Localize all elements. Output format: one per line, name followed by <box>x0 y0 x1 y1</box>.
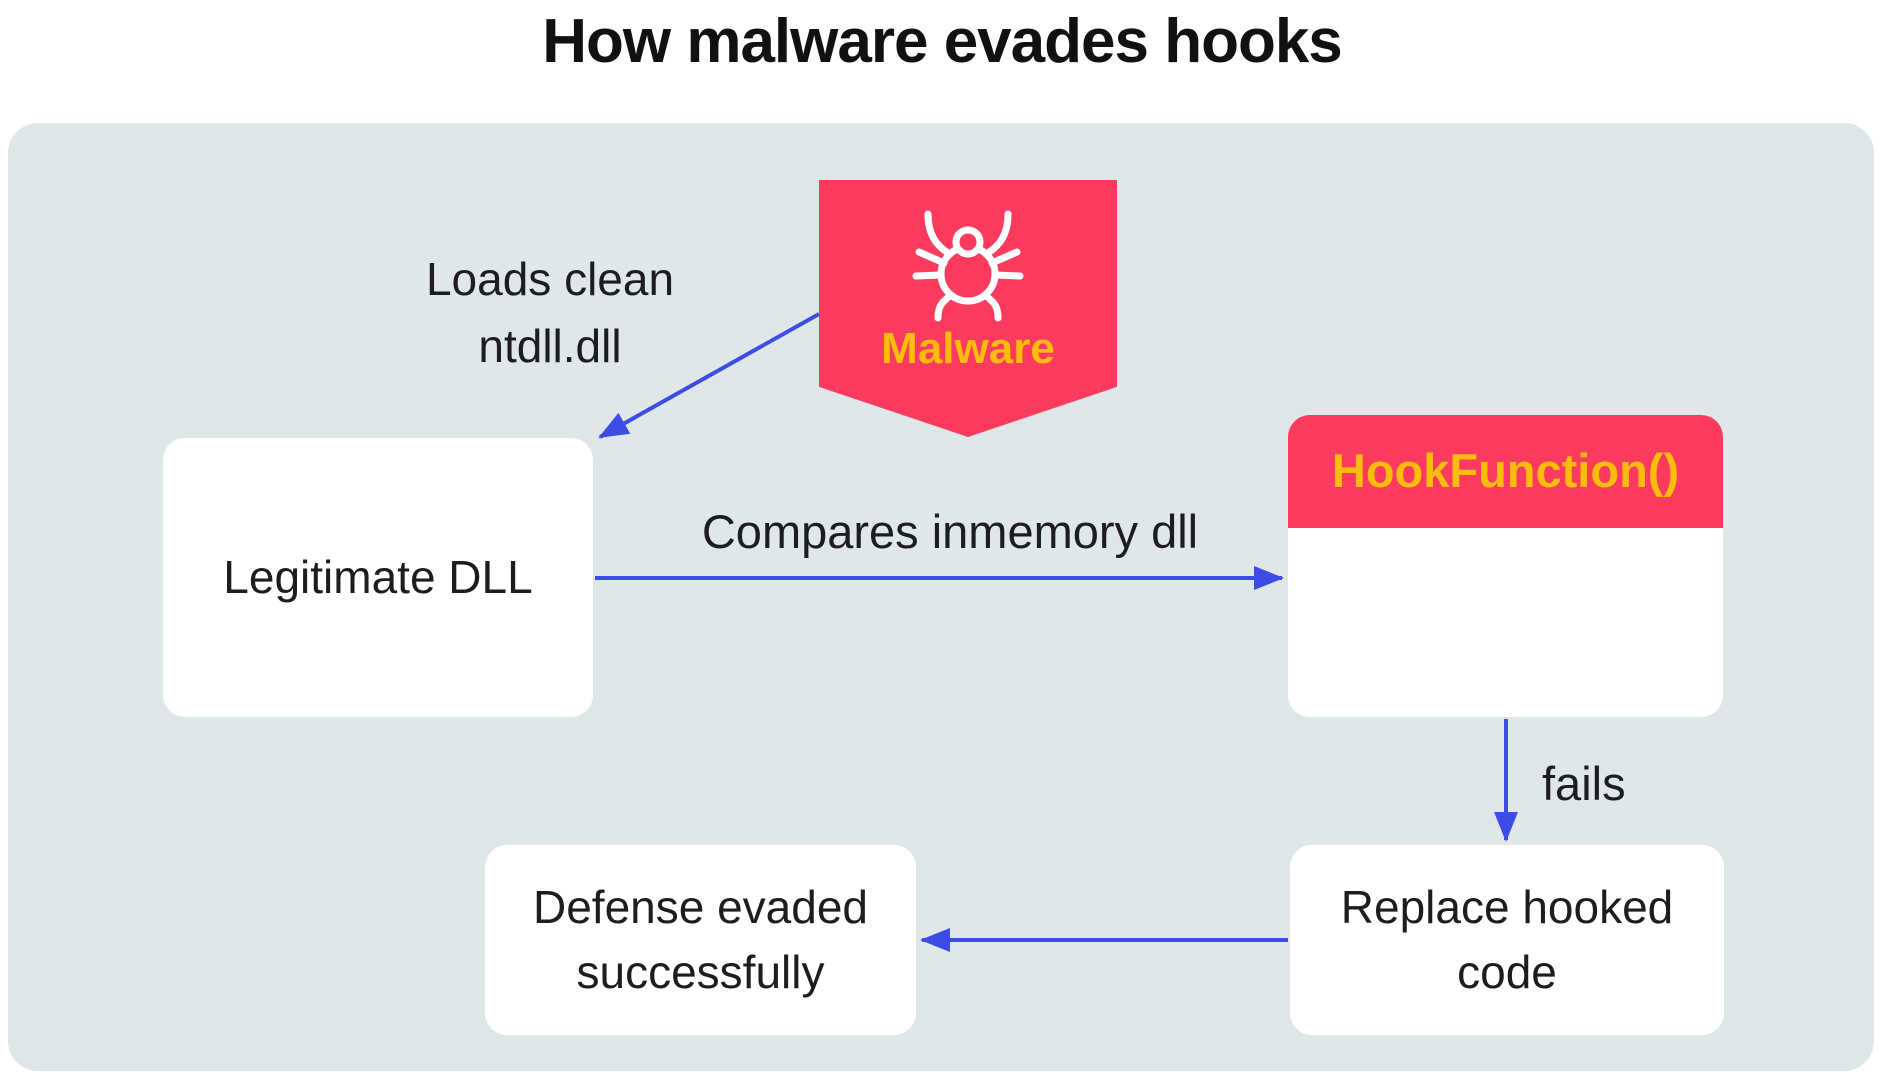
defense-evaded-line1: Defense evaded <box>532 880 869 933</box>
edge-label-fails: fails <box>1542 757 1626 810</box>
replace-hooked-code-line1: Replace hooked <box>1340 880 1674 933</box>
malware-badge: Malware <box>819 180 1117 437</box>
legitimate-dll-label: Legitimate DLL <box>223 550 533 603</box>
node-defense-evaded: Defense evaded successfully <box>485 845 916 1035</box>
malware-badge-label: Malware <box>881 324 1055 373</box>
page-title: How malware evades hooks <box>542 7 1343 76</box>
edge-label-compares-inmemory: Compares inmemory dll <box>701 505 1199 558</box>
bug-icon <box>912 210 1024 322</box>
edge-label-loads-clean: Loads clean ntdll.dll <box>330 246 770 379</box>
defense-evaded-line2: successfully <box>576 946 825 998</box>
hook-function-label: HookFunction() <box>1331 444 1680 498</box>
node-hook-function: HookFunction() <box>1288 415 1723 717</box>
loads-clean-line1: Loads clean <box>425 253 675 305</box>
hook-function-body <box>1288 528 1723 717</box>
hook-function-header: HookFunction() <box>1288 415 1723 528</box>
defense-evaded-label: Defense evaded successfully <box>533 875 868 1006</box>
node-legitimate-dll: Legitimate DLL <box>163 438 593 717</box>
node-replace-hooked-code: Replace hooked code <box>1290 845 1724 1035</box>
replace-hooked-code-label: Replace hooked code <box>1341 875 1673 1006</box>
replace-hooked-code-line2: code <box>1457 946 1557 998</box>
loads-clean-line2: ntdll.dll <box>478 319 622 372</box>
